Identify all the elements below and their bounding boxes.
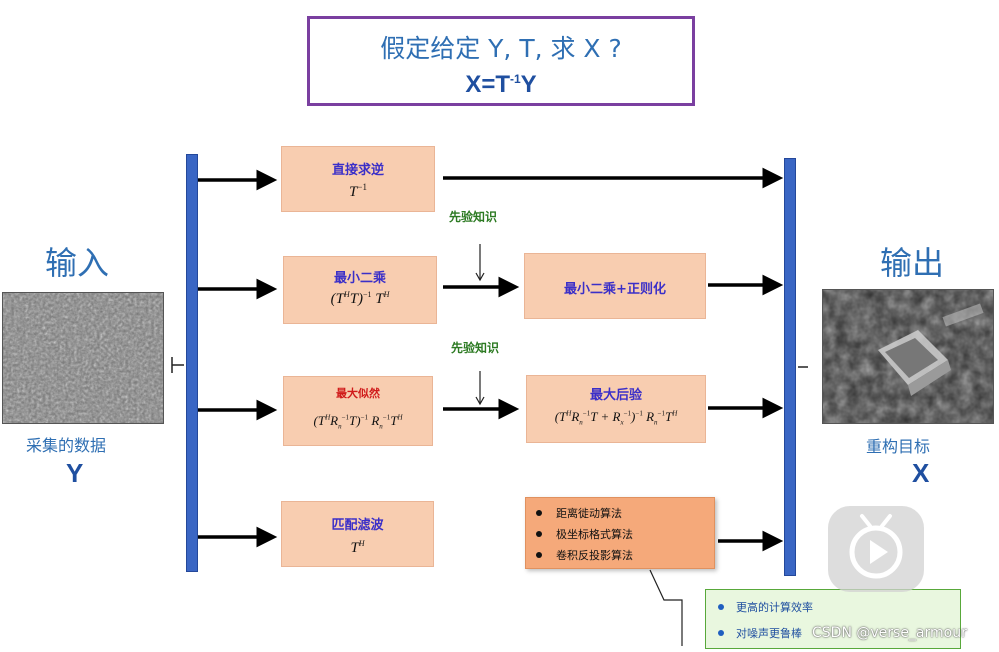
note-label: 更高的计算效率 [736, 599, 813, 615]
bullet-icon [536, 510, 542, 516]
least-squares-box: 最小二乘 (THT)−1 TH [283, 256, 437, 324]
max-posterior-formula: (THRn−1T + Rx−1)−1 Rn−1TH [527, 409, 705, 427]
prior-knowledge-label-1: 先验知识 [449, 208, 497, 225]
bullet-icon [536, 531, 542, 537]
output-letter: X [912, 458, 929, 489]
note-connector [650, 570, 682, 646]
algorithm-list-box: 距离徙动算法 极坐标格式算法 卷积反投影算法 [525, 497, 715, 569]
direct-inverse-formula: T−1 [282, 182, 434, 201]
least-squares-formula: (THT)−1 TH [284, 290, 436, 308]
direct-inverse-box: 直接求逆 T−1 [281, 146, 435, 212]
play-icon [828, 506, 924, 592]
max-likelihood-box: 最大似然 (THRn−1T)−1 Rn−1TH [283, 376, 433, 446]
matched-filter-box: 匹配滤波 TH [281, 501, 434, 567]
max-likelihood-formula: (THRn−1T)−1 Rn−1TH [284, 413, 432, 431]
algorithm-label: 卷积反投影算法 [556, 547, 633, 563]
bullet-icon [718, 604, 724, 610]
prior-knowledge-label-2: 先验知识 [451, 339, 499, 356]
algorithm-label: 距离徙动算法 [556, 505, 622, 521]
list-item: 卷积反投影算法 [526, 544, 714, 565]
bullet-icon [536, 552, 542, 558]
bullet-icon [718, 630, 724, 636]
video-play-badge[interactable] [828, 506, 924, 592]
list-item: 更高的计算效率 [706, 594, 960, 620]
watermark-text: CSDN @verse_armour [812, 625, 967, 641]
max-posterior-title: 最大后验 [527, 384, 705, 403]
least-squares-title: 最小二乘 [284, 267, 436, 286]
matched-filter-formula: TH [282, 539, 433, 557]
output-target-image [822, 289, 994, 424]
direct-inverse-title: 直接求逆 [282, 159, 434, 178]
list-item: 极坐标格式算法 [526, 523, 714, 544]
matched-filter-title: 匹配滤波 [282, 514, 433, 533]
ls-regularized-box: 最小二乘+正则化 [524, 253, 706, 319]
max-likelihood-title: 最大似然 [284, 385, 432, 401]
note-label: 对噪声更鲁棒 [736, 625, 802, 641]
algorithm-label: 极坐标格式算法 [556, 526, 633, 542]
output-sar-texture [823, 290, 993, 423]
ls-regularized-title: 最小二乘+正则化 [525, 278, 705, 297]
output-heading: 输出 [880, 238, 944, 284]
max-posterior-box: 最大后验 (THRn−1T + Rx−1)−1 Rn−1TH [526, 375, 706, 443]
output-caption: 重构目标 [866, 433, 930, 457]
list-item: 距离徙动算法 [526, 502, 714, 523]
